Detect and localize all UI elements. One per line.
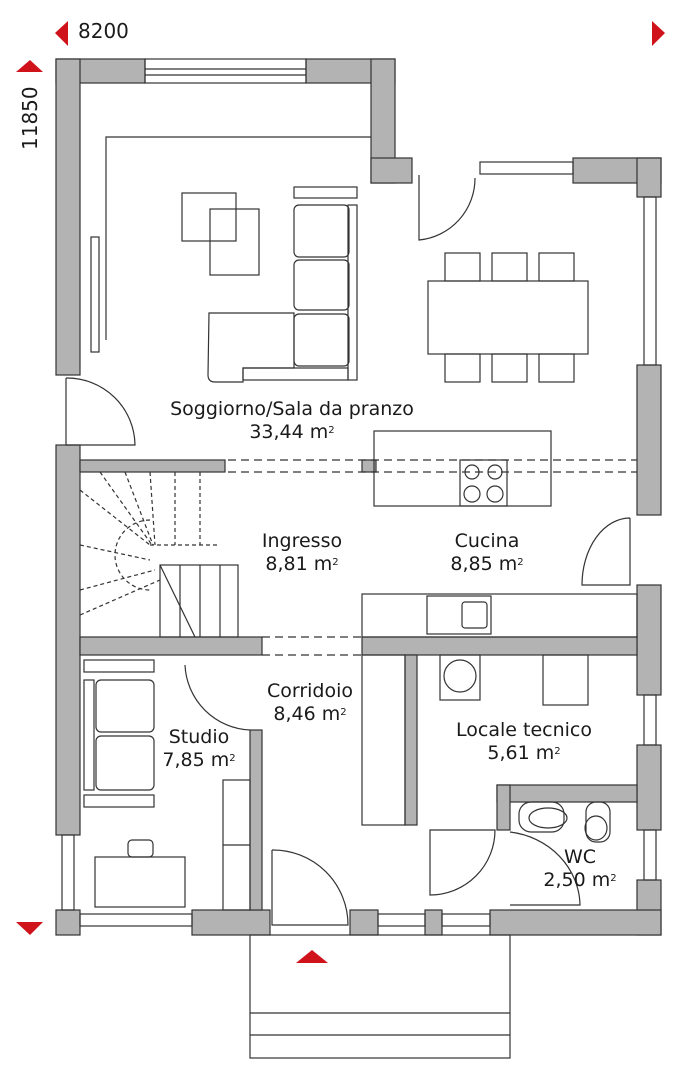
entrance-arrow-icon	[296, 950, 328, 963]
arrow-right-icon	[652, 21, 665, 46]
walls	[55, 58, 662, 936]
staircase	[79, 471, 220, 616]
arrow-down-icon	[16, 922, 43, 935]
width-dimension: 8200	[78, 19, 129, 43]
arrow-up-icon	[16, 60, 43, 72]
doors	[65, 175, 631, 926]
stair-lower	[159, 564, 239, 638]
depth-dimension: 11850	[18, 86, 42, 150]
dimension-arrows	[16, 21, 665, 963]
arrow-left-icon	[55, 21, 68, 46]
windows	[61, 58, 657, 927]
